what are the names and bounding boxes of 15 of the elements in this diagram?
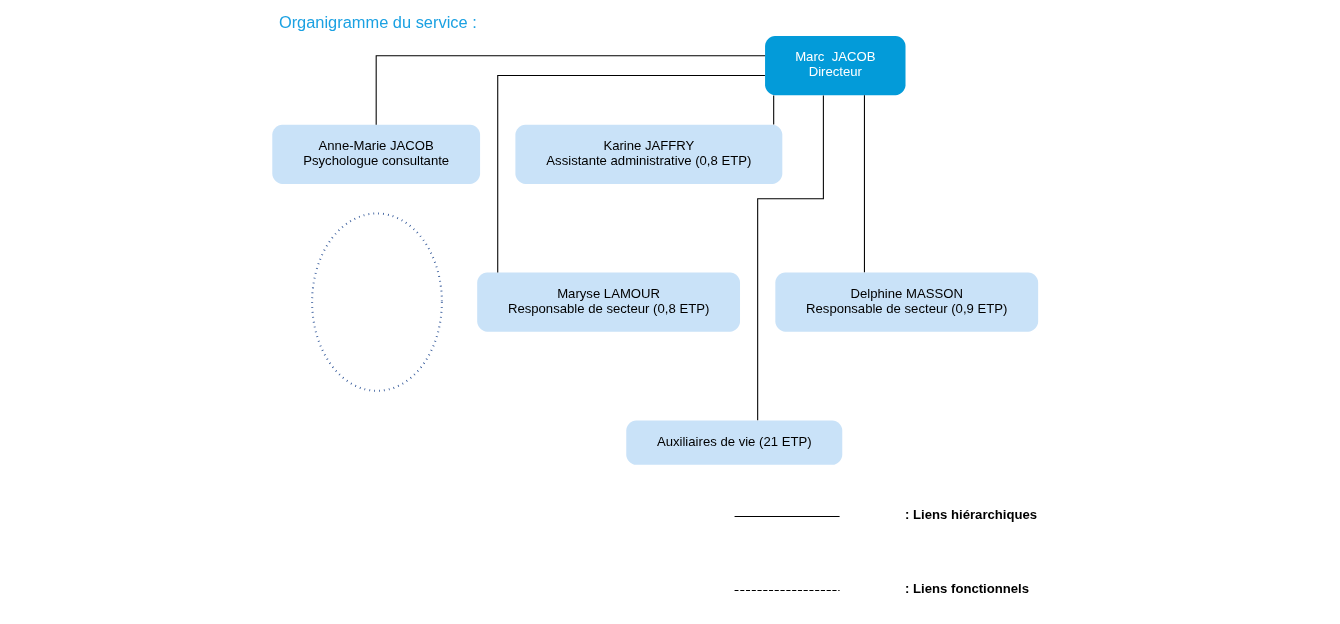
node-box: Auxiliaires de vie (21 ETP) <box>626 420 843 465</box>
connector <box>375 55 766 126</box>
node-box: Anne-Marie JACOB Psychologue consultante <box>272 124 481 184</box>
legend-label: : Liens fonctionnels <box>905 580 1030 596</box>
connector <box>863 94 865 273</box>
connector <box>773 94 775 125</box>
diagram-title: Organigramme du service : <box>278 12 477 31</box>
node-box: Maryse LAMOUR Responsable de secteur (0,8 ETP) <box>477 272 740 332</box>
node-box: Karine JAFFRY Assistante administrative (0,8 ETP) <box>515 124 783 184</box>
legend-label: : Liens hiérarchiques <box>905 506 1038 522</box>
node-box: Delphine MASSON Responsable de secteur (0,9 ETP) <box>775 272 1039 332</box>
connector <box>757 94 824 421</box>
node-box: Marc JACOB Directeur <box>765 36 906 96</box>
connector <box>497 74 766 274</box>
node-circle <box>311 212 443 392</box>
